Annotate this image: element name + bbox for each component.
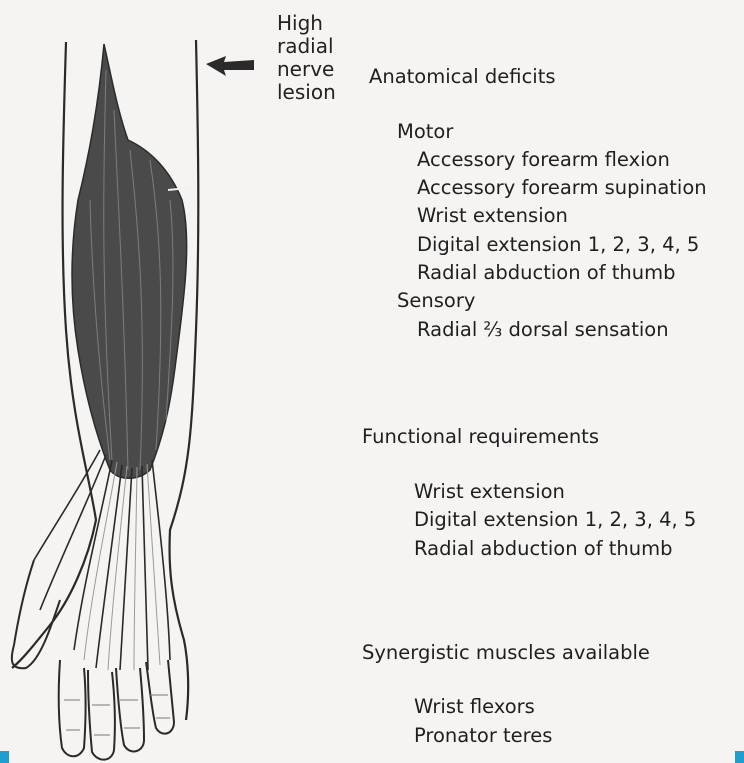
functional-item: Wrist extension [414,480,565,503]
motor-item: Wrist extension [417,204,568,227]
fingers [59,660,174,760]
synergistic-item: Pronator teres [414,724,552,747]
lesion-label: High radial nerve lesion [277,12,336,104]
thumb [12,560,60,668]
page-edge-mark [0,751,9,763]
motor-item: Accessory forearm supination [417,176,707,199]
motor-label: Motor [397,120,453,143]
page-edge-mark [735,751,744,763]
synergistic-muscles-title: Synergistic muscles available [362,641,650,664]
lesion-label-line: High [277,12,336,35]
functional-requirements-title: Functional requirements [362,425,599,448]
lesion-arrow-icon [206,56,254,76]
lesion-label-line: radial [277,35,336,58]
anatomical-deficits-title: Anatomical deficits [369,65,556,88]
motor-item: Radial abduction of thumb [417,261,676,284]
sensory-item: Radial ⅔ dorsal sensation [417,318,669,341]
functional-item: Digital extension 1, 2, 3, 4, 5 [414,508,696,531]
lesion-label-line: lesion [277,81,336,104]
lesion-label-line: nerve [277,58,336,81]
motor-item: Accessory forearm flexion [417,148,670,171]
synergistic-item: Wrist flexors [414,695,535,718]
sensory-label: Sensory [397,289,475,312]
extensor-muscle-mass [72,44,187,478]
motor-item: Digital extension 1, 2, 3, 4, 5 [417,233,699,256]
functional-item: Radial abduction of thumb [414,537,673,560]
